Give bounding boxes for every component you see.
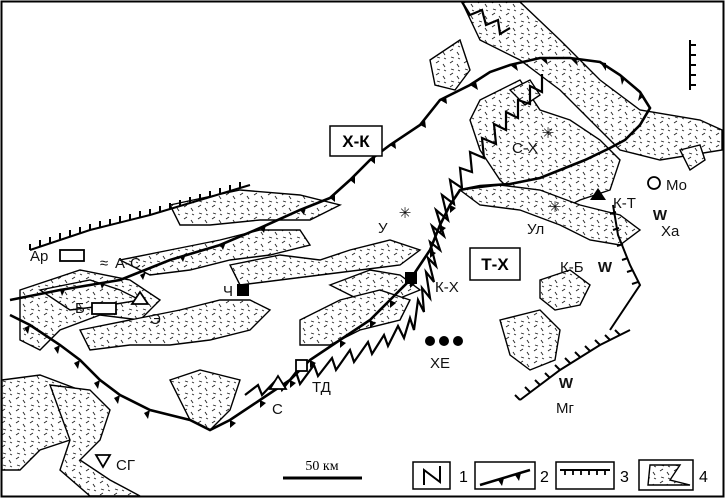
terrane-label-tx: Т-Х [481,255,509,274]
w-mark-icon: W [559,375,574,392]
site-label-mo: Мо [666,177,687,194]
filled-square-icon [405,272,417,284]
triangle-icon [130,290,150,305]
site-labels: Ар А-С Б Э Ч У К-Х С-Х Ул К-Т Мо Ха К-Б … [30,140,687,474]
legend-num-1: 1 [459,469,468,486]
site-label-ul: Ул [527,221,544,238]
asterisk-icon: ✳ [549,199,562,216]
terrane-labels: Х-К Т-Х [329,125,521,281]
thrust-faults [9,56,652,432]
scale-bar: 50 км [283,459,362,480]
legend: 1 2 3 4 [412,459,708,491]
legend-box-3 [555,461,615,490]
dot-icon [453,336,463,346]
thrust-line-icon [479,468,531,487]
thrust-teeth [24,57,644,428]
site-label-kt: К-Т [613,195,636,212]
wavy-icon: ≈ [100,255,108,272]
legend-num-2: 2 [540,469,549,486]
filled-triangle-icon [590,188,606,200]
filled-square-icon [237,284,249,296]
site-label-b: Б [75,300,85,317]
rectangle-icon [59,249,85,262]
legend-box-1 [412,461,451,490]
site-label-u: У [378,220,388,237]
site-label-ch: Ч [223,283,233,300]
legend-num-4: 4 [699,469,708,486]
site-symbols: ≈ ✳ ✳ ✳ W W W [59,125,668,469]
scale-label: 50 км [305,459,338,474]
site-label-sx: С-Х [512,140,538,157]
dot-icon [439,336,449,346]
asterisk-icon: ✳ [399,205,412,222]
hachures-icon [564,470,606,475]
site-label-mg: Мг [556,400,574,417]
asterisk-icon: ✳ [542,125,555,142]
terrane-box-xk [329,125,383,157]
zigzag-faults [244,1,544,398]
site-label-s: С [272,401,283,418]
inverted-triangle-icon [94,454,112,469]
triangle-icon [268,374,288,390]
square-icon [295,359,308,372]
site-label-kb: К-Б [560,259,584,276]
dot-icon [425,336,435,346]
site-label-kx: К-Х [435,279,459,296]
w-mark-icon: W [598,259,613,276]
site-label-as: А-С [115,255,141,272]
circle-icon [647,176,661,190]
thrust-teeth-icon [498,473,521,486]
site-label-td: ТД [312,379,331,396]
rectangle-icon [91,302,117,315]
pattern-fill-icon [647,464,691,486]
site-label-xa: Ха [661,223,680,240]
terrane-box-tx [469,247,521,281]
site-label-e: Э [150,311,161,328]
terrane-label-xk: Х-К [342,132,370,151]
site-label-sg: СГ [116,457,135,474]
site-label-xe: ХЕ [430,355,450,372]
site-label-ar: Ар [30,248,48,265]
zigzag-fault-icon [423,466,441,485]
w-mark-icon: W [653,207,668,224]
legend-num-3: 3 [620,469,629,486]
hachured-boundaries [29,40,696,401]
